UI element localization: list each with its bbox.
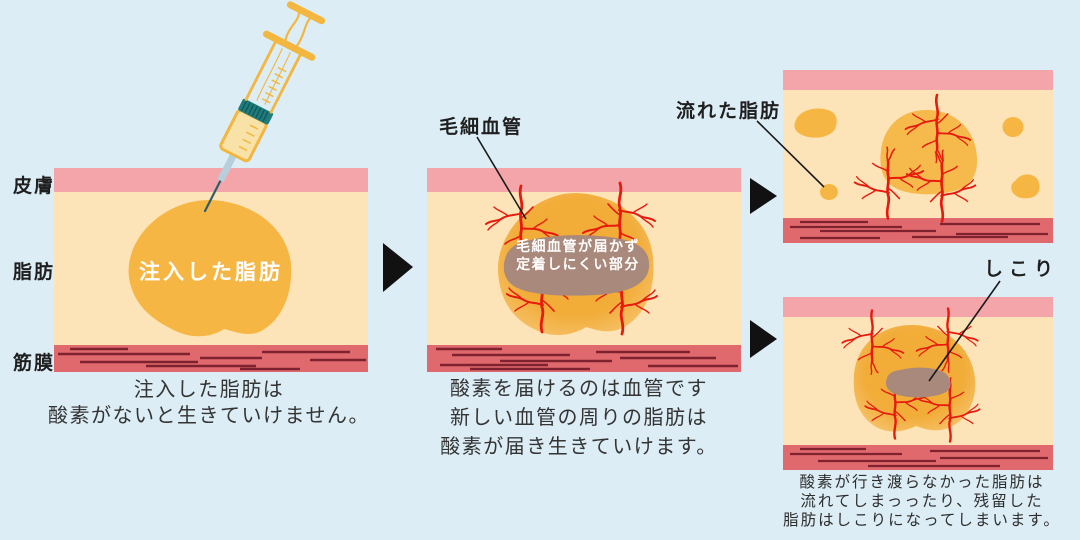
caption-line: 注入した脂肪は [133,377,285,401]
tissue-cross-section-3 [783,70,1053,243]
pointer-line [928,280,1001,382]
fascia-fibers [790,447,1048,468]
fascia-fibers [790,220,1048,240]
flowed-fat-blob [1011,174,1040,199]
caption-line: 酸素を届けるのは血管です [450,376,708,400]
injected-fat-blob [128,200,292,337]
arrow-right-icon [750,320,777,358]
caption-line: 新しい血管の周りの脂肪は [450,405,708,429]
caption-line: 酸素がないと生きていけません。 [48,403,370,427]
injected-fat-label: 注入した脂肪 [139,260,283,284]
step2-caption: 酸素を届けるのは血管です 新しい血管の周りの脂肪は 酸素が届き生きていけます。 [440,374,718,461]
lump-shape [886,367,951,398]
layer-label-fat: 脂肪 [13,261,56,283]
syringe-icon [203,1,326,213]
capillary-label: 毛細血管 [439,116,524,138]
flowed-fat-label: 流れた脂肪 [676,100,782,122]
tissue-cross-section-1 [54,168,368,372]
tissue-cross-section-4 [783,297,1053,470]
layer-label-fascia: 筋膜 [13,352,56,374]
injected-fat-blob [880,109,978,195]
arrow-right-icon [383,243,413,292]
unreached-area-shape [503,235,650,296]
note-line: 定着しにくい部分 [516,257,640,273]
pointer-line [756,120,825,188]
step3-caption: 酸素が行き渡らなかった脂肪は 流れてしまっったり、残留した 脂肪はしこりになって… [783,473,1061,530]
caption-line: 流れてしまっったり、残留した [800,492,1044,510]
fascia-fibers [58,347,366,371]
tissue-cross-section-2 [427,168,741,372]
flowed-fat-blob [820,184,838,200]
pointer-line [476,136,527,220]
caption-line: 脂肪はしこりになってしまいます。 [783,511,1061,529]
caption-line: 酸素が届き生きていけます。 [440,434,718,458]
arrow-right-icon [750,178,777,214]
caption-line: 酸素が行き渡らなかった脂肪は [799,473,1045,491]
flowed-fat-blob [1002,117,1024,137]
unreached-area-note: 毛細血管が届かず 定着しにくい部分 [516,238,640,274]
lump-label: しこり [984,258,1060,280]
fascia-fibers [436,347,738,371]
step1-caption: 注入した脂肪は 酸素がないと生きていけません。 [48,376,370,428]
layer-label-skin: 皮膚 [13,175,56,197]
flowed-fat-blob [794,108,837,138]
note-line: 毛細血管が届かず [516,239,640,255]
